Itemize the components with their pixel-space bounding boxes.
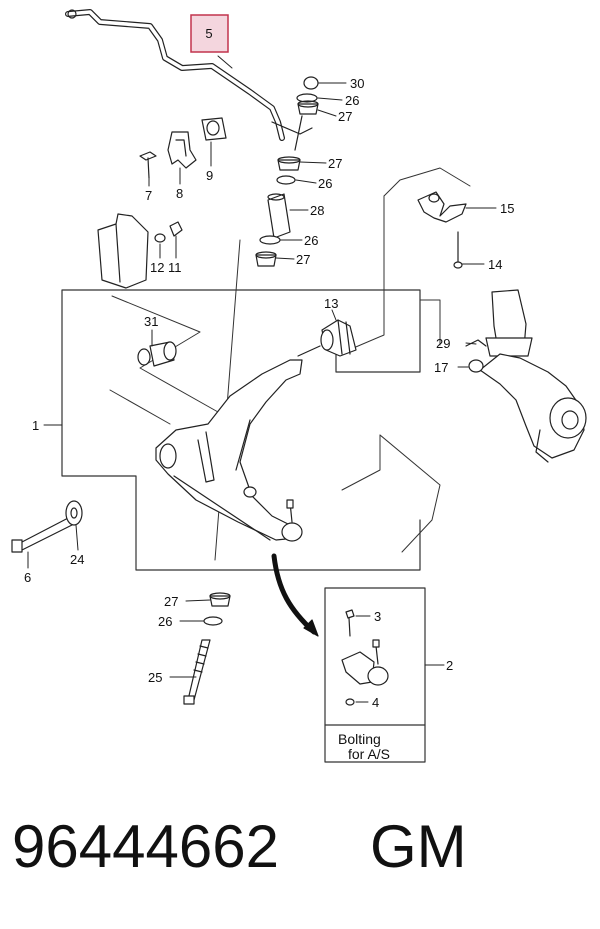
- bushing-clamp-parts: [139, 117, 227, 179]
- callout-27-second: 27: [328, 156, 342, 171]
- callout-12: 12: [150, 260, 164, 275]
- inset-frame: [324, 587, 426, 763]
- inset-caption-line1: Bolting: [338, 731, 381, 747]
- callout-26-lower: 26: [158, 614, 172, 629]
- footer: 96444662 GM: [12, 812, 592, 892]
- highlighted-callout-box: [190, 14, 229, 53]
- callout-15: 15: [500, 201, 514, 216]
- callout-labels: 5 30 26 27 27 26 28 26 27 7 8 9 12 11 13…: [24, 26, 514, 710]
- callout-30: 30: [350, 76, 364, 91]
- callout-3: 3: [374, 609, 381, 624]
- callout-25: 25: [148, 670, 162, 685]
- bolt-14: [453, 231, 463, 269]
- inset-arrow: [271, 553, 317, 635]
- callout-17: 17: [434, 360, 448, 375]
- callout-1: 1: [32, 418, 39, 433]
- callout-24: 24: [70, 552, 84, 567]
- washer-24: [65, 500, 83, 526]
- suspension-exploded-diagram: 5 30 26 27 27 26 28 26 27 7 8 9 12 11 13…: [11, 9, 587, 763]
- stabilizer-bar: [65, 9, 313, 141]
- callout-11: 11: [168, 260, 182, 275]
- bushing-31: [137, 341, 177, 367]
- callout-28: 28: [310, 203, 324, 218]
- link-upper-parts: [294, 76, 319, 151]
- callout-29: 29: [436, 336, 450, 351]
- callout-8: 8: [176, 186, 183, 201]
- steering-knuckle: [479, 289, 587, 463]
- callout-27-lower: 27: [164, 594, 178, 609]
- callout-26-top: 26: [345, 93, 359, 108]
- inset-ball-joint: [341, 609, 389, 706]
- callout-5: 5: [205, 26, 212, 41]
- callout-9: 9: [206, 168, 213, 183]
- callout-26-second: 26: [318, 176, 332, 191]
- callout-7: 7: [145, 188, 152, 203]
- bracket-part: [97, 213, 183, 289]
- link-middle-parts: [255, 156, 301, 267]
- callout-4: 4: [372, 695, 379, 710]
- leader-lines: [27, 55, 497, 703]
- callout-6: 6: [24, 570, 31, 585]
- lower-link-parts: [183, 592, 231, 705]
- callout-31: 31: [144, 314, 158, 329]
- ball-joint-on-arm: [281, 499, 303, 542]
- callout-27-top: 27: [338, 109, 352, 124]
- bushing-13: [297, 319, 357, 357]
- callout-27-third: 27: [296, 252, 310, 267]
- inset-caption-line2: for A/S: [348, 746, 390, 762]
- lower-control-arm: [155, 359, 303, 541]
- brand-name: GM: [370, 813, 467, 880]
- callout-13: 13: [324, 296, 338, 311]
- part-number: 96444662: [12, 813, 279, 880]
- clip-15: [417, 191, 467, 223]
- bolt-6: [11, 515, 75, 553]
- callout-14: 14: [488, 257, 502, 272]
- callout-26-third: 26: [304, 233, 318, 248]
- callout-2: 2: [446, 658, 453, 673]
- nut-17-and-pin-29: [465, 339, 487, 373]
